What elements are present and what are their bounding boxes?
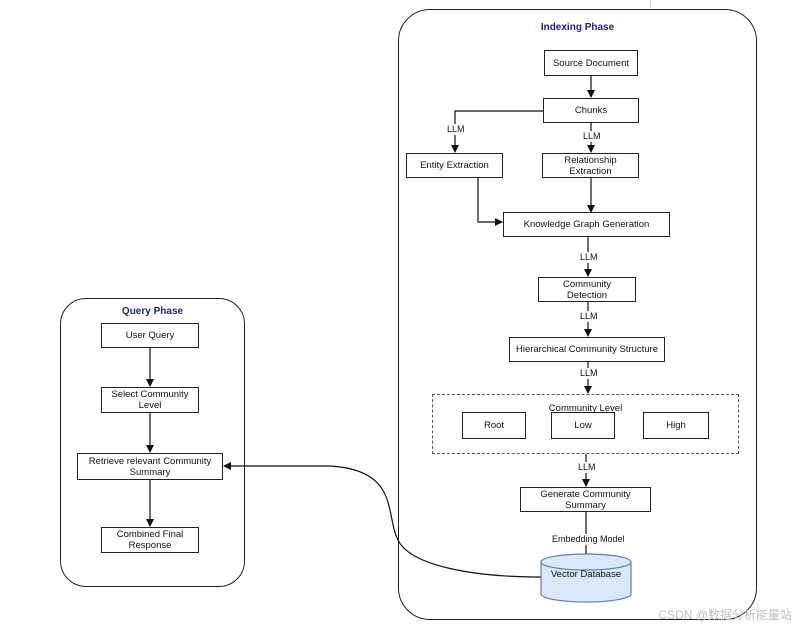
node-combined-final-response: Combined Final Response [101,527,199,553]
edge-label-llm-detection: LLM [579,252,599,263]
edge-label-llm-entity: LLM [446,124,466,135]
vector-database-cylinder [540,553,632,603]
edge-chunks-to-entity [451,110,543,153]
vector-database-label: Vector Database [550,569,622,580]
community-level-title: Community Level [548,403,623,414]
node-entity-extraction: Entity Extraction [406,153,503,178]
query-phase-title: Query Phase [121,306,184,317]
node-select-community-level: Select Community Level [101,387,199,413]
node-generate-community-summary: Generate Community Summary [520,487,651,512]
node-chunks: Chunks [543,98,639,123]
edge-vectordb-to-retrieve [223,462,542,578]
node-level-low: Low [551,412,615,439]
edge-label-llm-summary: LLM [577,462,597,473]
edge-entity-to-kg [477,178,503,226]
edge-label-llm-relationship: LLM [582,131,602,142]
node-community-detection: Community Detection [538,277,636,302]
node-relationship-extraction: Relationship Extraction [542,153,639,178]
node-level-root: Root [462,412,526,439]
node-retrieve-community-summary: Retrieve relevant Community Summary [77,453,223,480]
node-source-document: Source Document [544,50,638,76]
watermark: CSDN @数据分析能量站 [658,608,792,622]
edge-label-llm-level: LLM [579,368,599,379]
indexing-phase-title: Indexing Phase [540,22,615,33]
indexing-phase-container: Indexing Phase [398,9,757,620]
node-level-high: High [643,412,709,439]
node-user-query: User Query [101,323,199,348]
node-hierarchical-community-structure: Hierarchical Community Structure [509,337,665,362]
node-knowledge-graph-generation: Knowledge Graph Generation [503,212,670,237]
edge-label-embedding-model: Embedding Model [551,534,626,545]
edge-label-llm-hierarchical: LLM [579,311,599,322]
query-phase-container: Query Phase [60,298,245,587]
top-divider-line [650,0,651,8]
